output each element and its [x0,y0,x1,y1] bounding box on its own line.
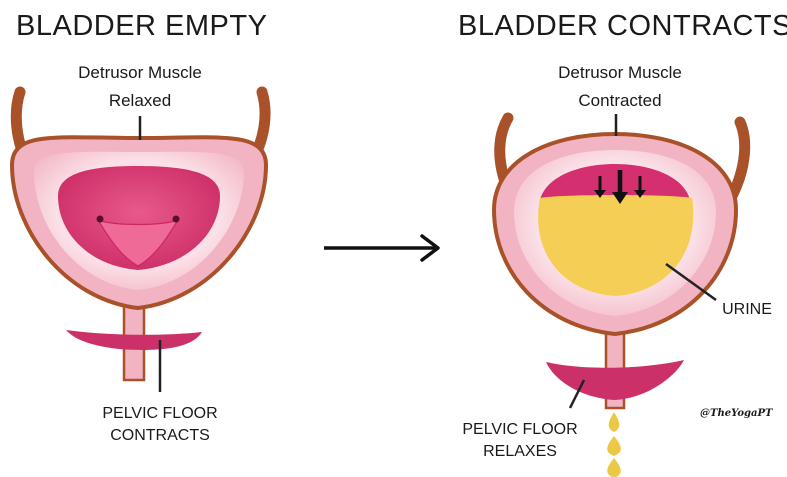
transition-arrow [324,236,438,260]
right-floor-label-line1: PELVIC FLOOR [440,418,600,442]
credit-watermark: @TheYogaPT [700,408,772,419]
left-floor-label-line2: CONTRACTS [70,424,250,448]
left-bladder [12,92,266,392]
urine-drops-icon [607,412,621,477]
right-floor-label-line2: RELAXES [440,440,600,464]
left-floor-label-line1: PELVIC FLOOR [70,402,250,426]
urine-label: URINE [712,298,782,322]
left-ureter-opening-right [173,216,180,223]
left-ureter-opening-left [97,216,104,223]
right-ureter-right [732,122,745,196]
